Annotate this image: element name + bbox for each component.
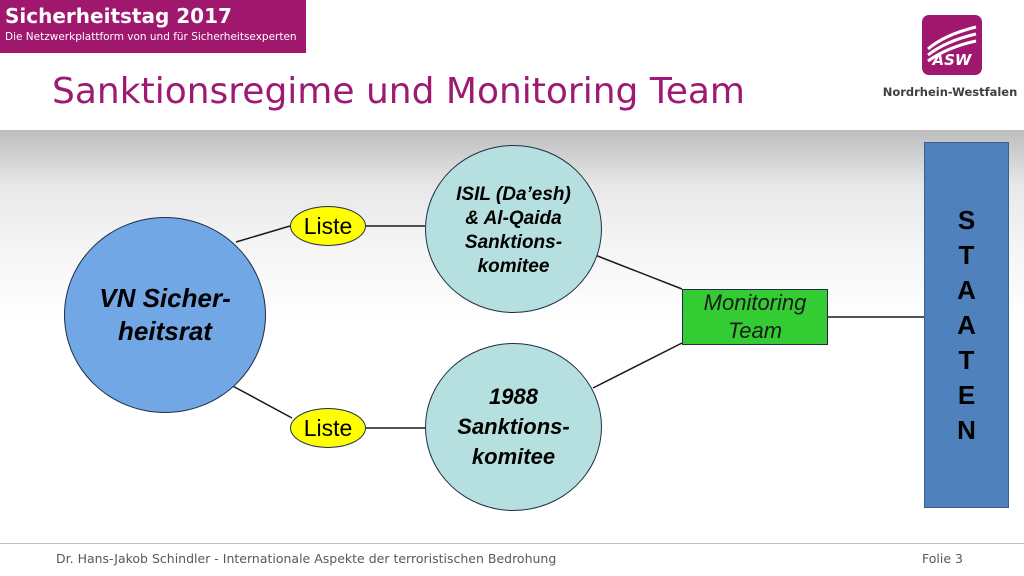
states-letter: T	[958, 239, 975, 270]
connector-1988-monitoring	[592, 342, 683, 389]
monitoring-team-node: Monitoring Team	[682, 289, 828, 345]
isil-line4: komitee	[477, 256, 550, 277]
list-top-label: Liste	[303, 213, 353, 239]
slide-number: Folie 3	[922, 551, 963, 566]
states-letter: T	[958, 344, 975, 375]
isil-line2: & Al-Qaida	[465, 208, 562, 229]
region-label: Nordrhein-Westfalen	[882, 85, 1018, 99]
connector-vn-liste-top	[235, 225, 291, 243]
states-letter: E	[957, 379, 976, 410]
connector-isil-monitoring	[594, 254, 683, 290]
states-node: S T A A T E N	[924, 142, 1009, 508]
committee-1988-line2: Sanktions-	[457, 414, 570, 439]
committee-1988-line1: 1988	[489, 384, 538, 409]
states-letter: A	[957, 309, 976, 340]
monitoring-line2: Team	[727, 318, 783, 343]
page-title: Sanktionsregime und Monitoring Team	[52, 71, 745, 112]
un-security-council-node: VN Sicher- heitsrat	[64, 217, 266, 413]
isil-line1: ISIL (Da’esh)	[456, 184, 571, 205]
wave-icon	[927, 25, 977, 63]
isil-committee-node: ISIL (Da’esh) & Al-Qaida Sanktions- komi…	[425, 145, 602, 313]
event-banner: Sicherheitstag 2017 Die Netzwerkplattfor…	[0, 0, 306, 53]
connector-vn-liste-bottom	[228, 383, 293, 419]
states-letter: N	[957, 414, 976, 445]
un-council-line2: heitsrat	[118, 316, 212, 346]
footer-author: Dr. Hans-Jakob Schindler - International…	[56, 551, 557, 566]
monitoring-line1: Monitoring	[703, 290, 807, 315]
list-bottom-label: Liste	[303, 415, 353, 441]
event-subtitle: Die Netzwerkplattform von und für Sicher…	[5, 31, 297, 43]
logo-text: ASW	[932, 51, 972, 69]
committee-1988-line3: komitee	[471, 444, 556, 469]
committee-1988-node: 1988 Sanktions- komitee	[425, 343, 602, 511]
states-letter: A	[957, 274, 976, 305]
states-letter: S	[957, 204, 976, 235]
un-council-line1: VN Sicher-	[99, 283, 231, 313]
isil-line3: Sanktions-	[464, 232, 563, 253]
list-node-top: Liste	[290, 206, 366, 246]
footer-divider	[0, 543, 1024, 544]
list-node-bottom: Liste	[290, 408, 366, 448]
asw-logo: ASW	[922, 15, 982, 75]
event-title: Sicherheitstag 2017	[5, 4, 232, 28]
